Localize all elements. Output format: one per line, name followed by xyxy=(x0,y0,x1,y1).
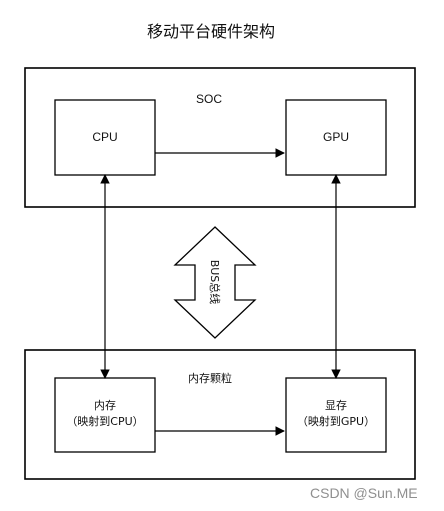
main-memory-line1: 内存 xyxy=(94,398,116,412)
diagram-title: 移动平台硬件架构 xyxy=(147,22,275,41)
bus-label: BUS总线 xyxy=(208,260,222,305)
main-memory-line2: （映射到CPU） xyxy=(66,414,143,428)
bus-arrow-shape xyxy=(173,226,257,339)
gpu-label: GPU xyxy=(323,130,349,144)
watermark-text: CSDN @Sun.ME xyxy=(310,485,418,501)
memory-container xyxy=(24,349,416,480)
soc-container xyxy=(24,67,416,208)
bus-label-group: BUS总线 xyxy=(208,260,222,305)
memory-label: 内存颗粒 xyxy=(188,371,232,385)
soc-label: SOC xyxy=(196,92,222,106)
video-memory-line1: 显存 xyxy=(325,398,347,412)
video-memory-line2: （映射到GPU） xyxy=(297,414,375,428)
cpu-label: CPU xyxy=(92,130,117,144)
